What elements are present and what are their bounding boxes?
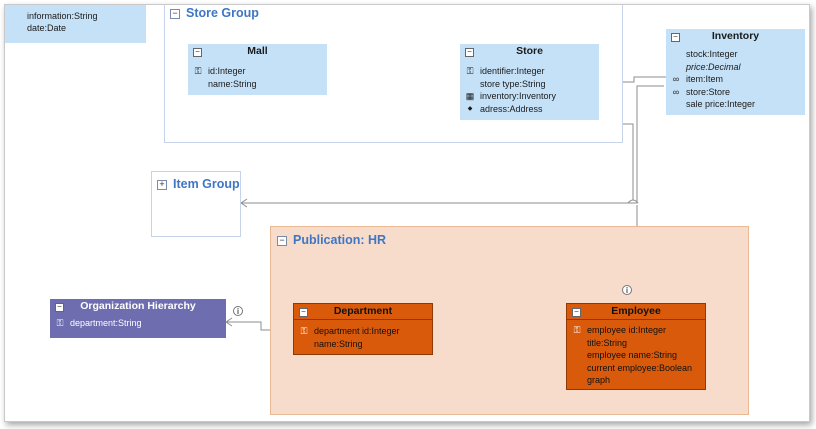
collapse-toggle-icon[interactable]: − bbox=[671, 33, 680, 42]
field-row[interactable]: ∞ item:Item bbox=[666, 73, 805, 86]
expand-toggle-icon[interactable]: + bbox=[157, 180, 167, 190]
field-label: store:Store bbox=[686, 86, 731, 97]
field-label: item:Item bbox=[686, 74, 724, 84]
field-row[interactable]: employee name:String bbox=[567, 349, 705, 362]
store-group-title[interactable]: −Store Group bbox=[170, 6, 259, 20]
key-icon: ⚿ bbox=[466, 66, 474, 76]
field-row[interactable]: name:String bbox=[294, 338, 432, 351]
entity-inventory[interactable]: − Inventory stock:Integer price:Decimal … bbox=[666, 29, 805, 115]
field-row[interactable]: ⚿ employee id:Integer bbox=[567, 324, 705, 337]
entity-title: Department bbox=[333, 305, 393, 317]
bullet-icon: ◆ bbox=[467, 105, 473, 112]
entity-title: Inventory bbox=[711, 30, 760, 42]
collapse-toggle-icon[interactable]: − bbox=[572, 308, 581, 317]
collapse-toggle-icon[interactable]: − bbox=[465, 48, 474, 57]
entity-header: − Store bbox=[460, 44, 599, 59]
publication-hr-label: Publication: HR bbox=[293, 233, 387, 247]
field-row[interactable]: current employee:Boolean bbox=[567, 362, 705, 375]
field-row[interactable]: ∞ store:Store bbox=[666, 86, 805, 99]
field-row[interactable]: ⚿ department:String bbox=[50, 317, 226, 330]
key-icon: ⚿ bbox=[56, 318, 64, 328]
entity-title: Store bbox=[516, 45, 543, 57]
field-label: identifier:Integer bbox=[480, 66, 545, 76]
field-label: department:String bbox=[70, 318, 142, 328]
entity-department[interactable]: − Department ⚿ department id:Integer name… bbox=[293, 303, 433, 355]
item-group-title[interactable]: + Item Group bbox=[157, 177, 240, 191]
field-label: store type:String bbox=[480, 78, 546, 89]
field-row[interactable]: sale price:Integer bbox=[666, 98, 805, 111]
collapse-toggle-icon[interactable]: − bbox=[299, 308, 308, 317]
table-ref-icon: ▦ bbox=[465, 91, 475, 101]
arrow-to-org bbox=[225, 317, 233, 327]
field-row[interactable]: ⚿ identifier:Integer bbox=[460, 65, 599, 78]
field-label: name:String bbox=[314, 338, 363, 349]
entity-header: − Organization Hierarchy bbox=[50, 299, 226, 314]
info-icon[interactable]: i bbox=[233, 306, 243, 316]
field-label: price:Decimal bbox=[686, 61, 741, 72]
field-row[interactable]: ◆ adress:Address bbox=[460, 103, 599, 116]
field-row[interactable]: price:Decimal bbox=[666, 61, 805, 74]
field-row[interactable]: name:String bbox=[188, 78, 327, 91]
link-icon: ∞ bbox=[672, 86, 680, 97]
info-icon[interactable]: i bbox=[622, 285, 632, 295]
collapse-toggle-icon[interactable]: − bbox=[170, 9, 180, 19]
entity-title: Employee bbox=[611, 305, 661, 317]
field-row[interactable]: ▦ inventory:Inventory bbox=[460, 90, 599, 103]
entity-title: Organization Hierarchy bbox=[80, 300, 196, 312]
field-label: graph bbox=[587, 375, 611, 385]
entity-header: − Department bbox=[294, 304, 432, 320]
field-row[interactable]: store type:String bbox=[460, 78, 599, 91]
link-icon: ∞ bbox=[672, 74, 680, 84]
field-label: current employee:Boolean bbox=[587, 362, 693, 373]
entity-header: − Inventory bbox=[666, 29, 805, 44]
field-label: sale price:Integer bbox=[686, 99, 756, 109]
field-label: department id:Integer bbox=[314, 326, 400, 336]
item-group[interactable] bbox=[151, 171, 241, 237]
note-box[interactable]: information:String date:Date bbox=[5, 5, 146, 43]
collapse-toggle-icon[interactable]: − bbox=[193, 48, 202, 57]
publication-hr-title[interactable]: −Publication: HR bbox=[277, 233, 386, 247]
item-group-label: Item Group bbox=[173, 177, 240, 191]
field-label: id:Integer bbox=[208, 66, 246, 76]
field-row[interactable]: ⚿ department id:Integer bbox=[294, 325, 432, 338]
field-row[interactable]: stock:Integer bbox=[666, 48, 805, 61]
entity-organization-hierarchy[interactable]: − Organization Hierarchy ⚿ department:Str… bbox=[50, 299, 226, 338]
entity-header: − Mall bbox=[188, 44, 327, 59]
field-label: adress:Address bbox=[480, 103, 543, 114]
note-line-date: date:Date bbox=[27, 23, 67, 33]
field-label: title:String bbox=[587, 337, 628, 348]
connector-inventory-itemgroup bbox=[241, 85, 664, 204]
diagram-canvas: information:String date:Date −Store Grou… bbox=[4, 4, 810, 422]
field-label: stock:Integer bbox=[686, 49, 738, 59]
entity-title: Mall bbox=[247, 45, 268, 57]
field-label: employee id:Integer bbox=[587, 325, 667, 335]
entity-mall[interactable]: − Mall ⚿ id:Integer name:String bbox=[188, 44, 327, 95]
entity-employee[interactable]: − Employee ⚿ employee id:Integer title:St… bbox=[566, 303, 706, 390]
field-label: employee name:String bbox=[587, 350, 678, 360]
field-row[interactable]: ⚿ id:Integer bbox=[188, 65, 327, 78]
entity-store[interactable]: − Store ⚿ identifier:Integer store type:S… bbox=[460, 44, 599, 120]
field-row[interactable]: graph bbox=[567, 374, 705, 387]
arrow-to-itemgroup bbox=[240, 198, 248, 208]
field-row[interactable]: title:String bbox=[567, 337, 705, 350]
entity-header: − Employee bbox=[567, 304, 705, 320]
note-line-information: information:String bbox=[27, 11, 98, 21]
field-label: name:String bbox=[208, 78, 257, 89]
field-label: inventory:Inventory bbox=[480, 91, 557, 101]
store-group-label: Store Group bbox=[186, 6, 259, 20]
collapse-toggle-icon[interactable]: − bbox=[55, 303, 64, 312]
key-icon: ⚿ bbox=[300, 326, 308, 336]
key-icon: ⚿ bbox=[573, 325, 581, 335]
connector-hop bbox=[627, 199, 639, 204]
collapse-toggle-icon[interactable]: − bbox=[277, 236, 287, 246]
key-icon: ⚿ bbox=[194, 66, 202, 76]
